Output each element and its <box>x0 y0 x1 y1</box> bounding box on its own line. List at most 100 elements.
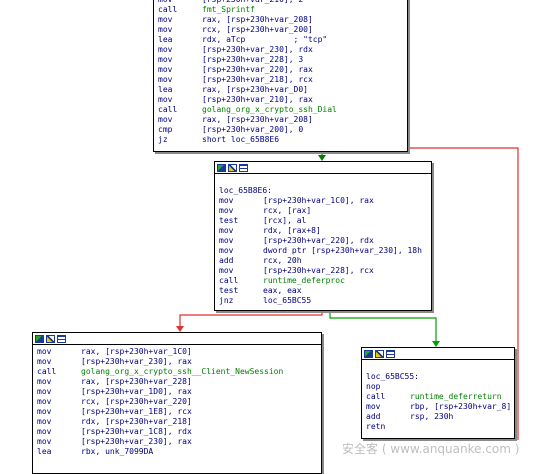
instruction-line[interactable]: retn <box>366 422 514 432</box>
operands[interactable]: [rsp+230h+var_210], 2 <box>202 0 303 4</box>
instruction-line[interactable]: mov[rsp+230h+var_228], 3 <box>158 55 407 65</box>
instruction-line[interactable]: mov[rsp+230h+var_210], 2 <box>158 0 407 5</box>
operands[interactable]: short loc_65B8E6 <box>202 135 280 144</box>
operands[interactable]: rax, [rsp+230h+var_228] <box>81 377 192 386</box>
operands[interactable]: rax, [rsp+230h+var_208] <box>202 115 313 124</box>
instruction-line[interactable]: mov[rsp+230h+var_230], rdx <box>158 45 407 55</box>
operands[interactable]: rsp, 230h <box>410 412 454 421</box>
instruction-line[interactable]: cmp[rsp+230h+var_200], 0 <box>158 125 407 135</box>
operands[interactable]: [rsp+230h+var_1C0], rax <box>263 196 374 205</box>
operands[interactable]: [rsp+230h+var_218], rcx <box>202 75 313 84</box>
instruction-line[interactable]: mov[rsp+230h+var_220], rdx <box>219 236 431 246</box>
operands[interactable]: [rsp+230h+var_210], rax <box>202 95 313 104</box>
operands[interactable]: [rsp+230h+var_230], rax <box>81 357 192 366</box>
operands[interactable]: [rsp+230h+var_220], rdx <box>263 236 374 245</box>
call-target-symbol[interactable]: runtime_deferproc <box>263 276 345 285</box>
code-block-top[interactable]: mov[rsp+230h+var_210], 2callfmt_Sprintfm… <box>153 0 408 152</box>
operands[interactable]: rbx, unk_7099DA <box>81 447 154 456</box>
operands[interactable]: [rsp+230h+var_230], rax <box>81 437 192 446</box>
operands[interactable]: dword ptr [rsp+230h+var_230], 18h <box>263 246 422 255</box>
operands[interactable]: rdx, aTcp ; "tcp" <box>202 35 328 44</box>
instruction-line[interactable]: mov[rsp+230h+var_220], rax <box>158 65 407 75</box>
instruction-line[interactable]: mov[rsp+230h+var_230], rax <box>37 437 321 447</box>
operands[interactable]: [rcx], al <box>263 216 307 225</box>
operands[interactable]: eax, eax <box>263 286 302 295</box>
operands[interactable]: rbp, [rsp+230h+var_8] <box>410 402 512 411</box>
operands[interactable]: rdx, [rsp+230h+var_218] <box>81 417 192 426</box>
operands[interactable]: rcx, 20h <box>263 256 302 265</box>
graph-icon[interactable] <box>217 163 226 172</box>
instruction-line[interactable]: mov[rsp+230h+var_1C0], rax <box>219 196 431 206</box>
operands[interactable]: rax, [rsp+230h+var_208] <box>202 15 313 24</box>
call-target-symbol[interactable]: fmt_Sprintf <box>202 5 255 14</box>
operands[interactable]: [rsp+230h+var_1D0], rax <box>81 387 192 396</box>
operands[interactable]: rcx, [rsp+230h+var_200] <box>202 25 313 34</box>
list-icon[interactable] <box>386 349 395 358</box>
operands[interactable]: [rsp+230h+var_228], rcx <box>263 266 374 275</box>
rename-icon[interactable] <box>46 334 55 343</box>
operands[interactable]: [rsp+230h+var_220], rax <box>202 65 313 74</box>
call-target-symbol[interactable]: runtime_deferreturn <box>410 392 502 401</box>
instruction-line[interactable]: mov[rsp+230h+var_218], rcx <box>158 75 407 85</box>
list-icon[interactable] <box>57 334 66 343</box>
instruction-line[interactable]: mov[rsp+230h+var_1C8], rdx <box>37 427 321 437</box>
block-titlebar[interactable] <box>362 348 514 360</box>
operands[interactable]: [rsp+230h+var_230], rdx <box>202 45 313 54</box>
instruction-line[interactable]: mov[rsp+230h+var_210], rax <box>158 95 407 105</box>
operands[interactable]: [rsp+230h+var_200], 0 <box>202 125 304 134</box>
instruction-line[interactable]: mov[rsp+230h+var_230], rax <box>37 357 321 367</box>
instruction-line[interactable]: mov[rsp+230h+var_228], rcx <box>219 266 431 276</box>
operands[interactable]: loc_65BC55 <box>263 296 312 305</box>
graph-icon[interactable] <box>364 349 373 358</box>
operands[interactable]: rcx, [rsp+230h+var_220] <box>81 397 192 406</box>
block-label[interactable]: loc_65B8E6: <box>219 186 272 195</box>
instruction-line[interactable]: mov[rsp+230h+var_1E8], rcx <box>37 407 321 417</box>
operands[interactable]: rdx, [rax+8] <box>263 226 321 235</box>
operands[interactable]: [rsp+230h+var_228], 3 <box>202 55 304 64</box>
block-titlebar[interactable] <box>215 162 431 174</box>
operands[interactable]: rax, [rsp+230h+var_D0] <box>202 85 308 94</box>
call-target-symbol[interactable]: golang_org_x_crypto_ssh_Dial <box>202 105 337 114</box>
operands[interactable]: [rsp+230h+var_1E8], rcx <box>81 407 192 416</box>
block-titlebar[interactable] <box>33 333 321 345</box>
list-icon[interactable] <box>239 163 248 172</box>
instruction-line[interactable]: mov[rsp+230h+var_1D0], rax <box>37 387 321 397</box>
operands[interactable]: rcx, [rax] <box>263 206 312 215</box>
call-target-symbol[interactable]: golang_org_x_crypto_ssh__Client_NewSessi… <box>81 367 284 376</box>
operands[interactable]: rax, [rsp+230h+var_1C0] <box>81 347 192 356</box>
rename-icon[interactable] <box>228 163 237 172</box>
operands[interactable]: [rsp+230h+var_1C8], rdx <box>81 427 192 436</box>
instruction-line[interactable]: test[rcx], al <box>219 216 431 226</box>
block-label[interactable]: loc_65BC55: <box>366 372 419 381</box>
instruction-line[interactable]: nop <box>366 382 514 392</box>
graph-icon[interactable] <box>35 334 44 343</box>
rename-icon[interactable] <box>375 349 384 358</box>
